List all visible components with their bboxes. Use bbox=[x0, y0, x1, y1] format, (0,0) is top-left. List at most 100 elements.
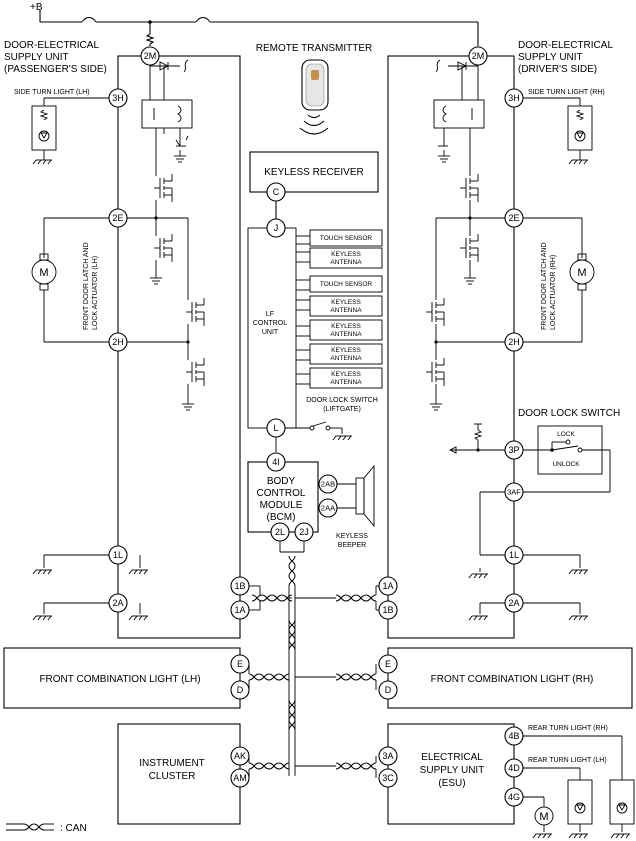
terminal-1l-right: 1L bbox=[504, 545, 524, 565]
side-turn-light-rh: SIDE TURN LIGHT (RH) bbox=[523, 89, 605, 165]
svg-text:KEYLESS: KEYLESS bbox=[336, 533, 368, 540]
terminal-3a: 3A bbox=[378, 746, 398, 766]
terminal-4g: 4G bbox=[504, 787, 524, 807]
desu-driver: DOOR-ELECTRICAL SUPPLY UNIT (DRIVER'S SI… bbox=[387, 40, 613, 639]
svg-text:KEYLESS: KEYLESS bbox=[331, 323, 361, 330]
front-combination-light-lh: FRONT COMBINATION LIGHT (LH) bbox=[3, 647, 241, 709]
terminal-1b-left: 1B bbox=[230, 576, 250, 596]
terminal-2m-right: 2M bbox=[468, 46, 488, 66]
svg-text:AM: AM bbox=[233, 773, 247, 783]
terminal-1b-right: 1B bbox=[378, 600, 398, 620]
terminal-2h-right: 2H bbox=[504, 332, 524, 352]
svg-text:ANTENNA: ANTENNA bbox=[330, 355, 362, 362]
front-combination-light-rh: FRONT COMBINATION LIGHT (RH) bbox=[387, 647, 633, 709]
desu-passenger: DOOR-ELECTRICAL SUPPLY UNIT (PASSENGER'S… bbox=[4, 40, 241, 639]
terminal-am: AM bbox=[230, 768, 250, 788]
terminal-2aa: 2AA bbox=[318, 498, 338, 518]
svg-text:LOCK ACTUATOR (LH): LOCK ACTUATOR (LH) bbox=[92, 256, 99, 330]
svg-text:1B: 1B bbox=[234, 581, 245, 591]
svg-text:LOCK: LOCK bbox=[557, 431, 575, 438]
svg-text:(BCM): (BCM) bbox=[267, 512, 296, 523]
electrical-supply-unit: ELECTRICAL SUPPLY UNIT (ESU) bbox=[387, 723, 515, 825]
svg-text:: CAN: : CAN bbox=[60, 823, 87, 834]
svg-text:E: E bbox=[385, 659, 391, 669]
svg-text:KEYLESS: KEYLESS bbox=[331, 299, 361, 306]
svg-text:KEYLESS: KEYLESS bbox=[331, 347, 361, 354]
body-control-module: BODY CONTROL MODULE (BCM) bbox=[247, 461, 319, 533]
svg-text:1L: 1L bbox=[509, 550, 519, 560]
svg-text:M: M bbox=[39, 267, 48, 279]
terminal-2ab: 2AB bbox=[318, 474, 338, 494]
terminal-j: J bbox=[266, 218, 286, 238]
terminal-3af: 3AF bbox=[504, 482, 524, 502]
terminal-4d: 4D bbox=[504, 758, 524, 778]
terminal-2a-right: 2A bbox=[504, 593, 524, 613]
desu-passenger-line3: (PASSENGER'S SIDE) bbox=[4, 64, 107, 75]
touch-sensor-1: TOUCH SENSOR bbox=[309, 229, 383, 247]
terminal-2h-left: 2H bbox=[108, 332, 128, 352]
terminal-3p: 3P bbox=[504, 440, 524, 460]
svg-text:UNIT: UNIT bbox=[262, 329, 279, 336]
door-latch-actuator-rh: M FRONT DOOR LATCH AND LOCK ACTUATOR (RH… bbox=[523, 217, 595, 343]
terminal-d-right: D bbox=[378, 680, 398, 700]
svg-text:E: E bbox=[237, 659, 243, 669]
terminal-2j: 2J bbox=[294, 522, 314, 542]
remote-transmitter: REMOTE TRANSMITTER bbox=[256, 43, 372, 135]
svg-text:BODY: BODY bbox=[267, 476, 296, 487]
terminal-3h-left: 3H bbox=[108, 88, 128, 108]
svg-text:3AF: 3AF bbox=[507, 488, 521, 497]
rear-turn-light-rh: REAR TURN LIGHT (RH) bbox=[523, 725, 635, 839]
terminal-1a-right: 1A bbox=[378, 576, 398, 596]
svg-text:4G: 4G bbox=[508, 792, 520, 802]
svg-text:(ESU): (ESU) bbox=[438, 778, 465, 789]
svg-text:ELECTRICAL: ELECTRICAL bbox=[421, 752, 483, 763]
svg-text:2A: 2A bbox=[112, 598, 123, 608]
terminal-3c: 3C bbox=[378, 768, 398, 788]
svg-text:3P: 3P bbox=[508, 445, 519, 455]
svg-text:M: M bbox=[539, 811, 548, 823]
svg-text:SIDE TURN LIGHT (RH): SIDE TURN LIGHT (RH) bbox=[528, 89, 605, 96]
terminal-4i: 4I bbox=[266, 452, 286, 472]
svg-text:FRONT DOOR LATCH AND: FRONT DOOR LATCH AND bbox=[83, 242, 90, 330]
touch-sensor-2: TOUCH SENSOR bbox=[309, 275, 383, 293]
svg-text:KEYLESS RECEIVER: KEYLESS RECEIVER bbox=[264, 167, 363, 178]
desu-driver-line3: (DRIVER'S SIDE) bbox=[518, 64, 597, 75]
svg-text:1B: 1B bbox=[382, 605, 393, 615]
terminal-e-right: E bbox=[378, 654, 398, 674]
terminal-2a-left: 2A bbox=[108, 593, 128, 613]
svg-text:2A: 2A bbox=[508, 598, 519, 608]
svg-text:1A: 1A bbox=[234, 605, 245, 615]
svg-text:D: D bbox=[385, 685, 392, 695]
svg-text:TOUCH SENSOR: TOUCH SENSOR bbox=[320, 235, 373, 242]
svg-text:1A: 1A bbox=[382, 581, 393, 591]
keyless-beeper: KEYLESS BEEPER bbox=[336, 464, 375, 549]
svg-text:TOUCH SENSOR: TOUCH SENSOR bbox=[320, 281, 373, 288]
svg-text:KEYLESS: KEYLESS bbox=[331, 251, 361, 258]
svg-text:2J: 2J bbox=[299, 527, 309, 537]
svg-text:D: D bbox=[237, 685, 244, 695]
svg-text:BEEPER: BEEPER bbox=[338, 542, 366, 549]
terminal-2m-left: 2M bbox=[140, 46, 160, 66]
svg-text:2L: 2L bbox=[275, 527, 285, 537]
desu-passenger-line1: DOOR-ELECTRICAL bbox=[4, 40, 99, 51]
terminal-1l-left: 1L bbox=[108, 545, 128, 565]
can-bus bbox=[248, 541, 379, 778]
desu-driver-line2: SUPPLY UNIT bbox=[518, 52, 583, 63]
svg-text:DOOR LOCK SWITCH: DOOR LOCK SWITCH bbox=[306, 397, 378, 404]
side-turn-light-lh: SIDE TURN LIGHT (LH) bbox=[14, 89, 109, 165]
driver-grounds bbox=[468, 554, 589, 621]
svg-text:(LIFTGATE): (LIFTGATE) bbox=[323, 406, 361, 413]
svg-text:1L: 1L bbox=[113, 550, 123, 560]
svg-text:4I: 4I bbox=[272, 457, 280, 467]
svg-text:MODULE: MODULE bbox=[260, 500, 303, 511]
terminal-e-left: E bbox=[230, 654, 250, 674]
svg-text:2E: 2E bbox=[508, 213, 519, 223]
terminal-c: C bbox=[266, 182, 286, 202]
svg-text:J: J bbox=[274, 223, 279, 233]
svg-text:2E: 2E bbox=[112, 213, 123, 223]
